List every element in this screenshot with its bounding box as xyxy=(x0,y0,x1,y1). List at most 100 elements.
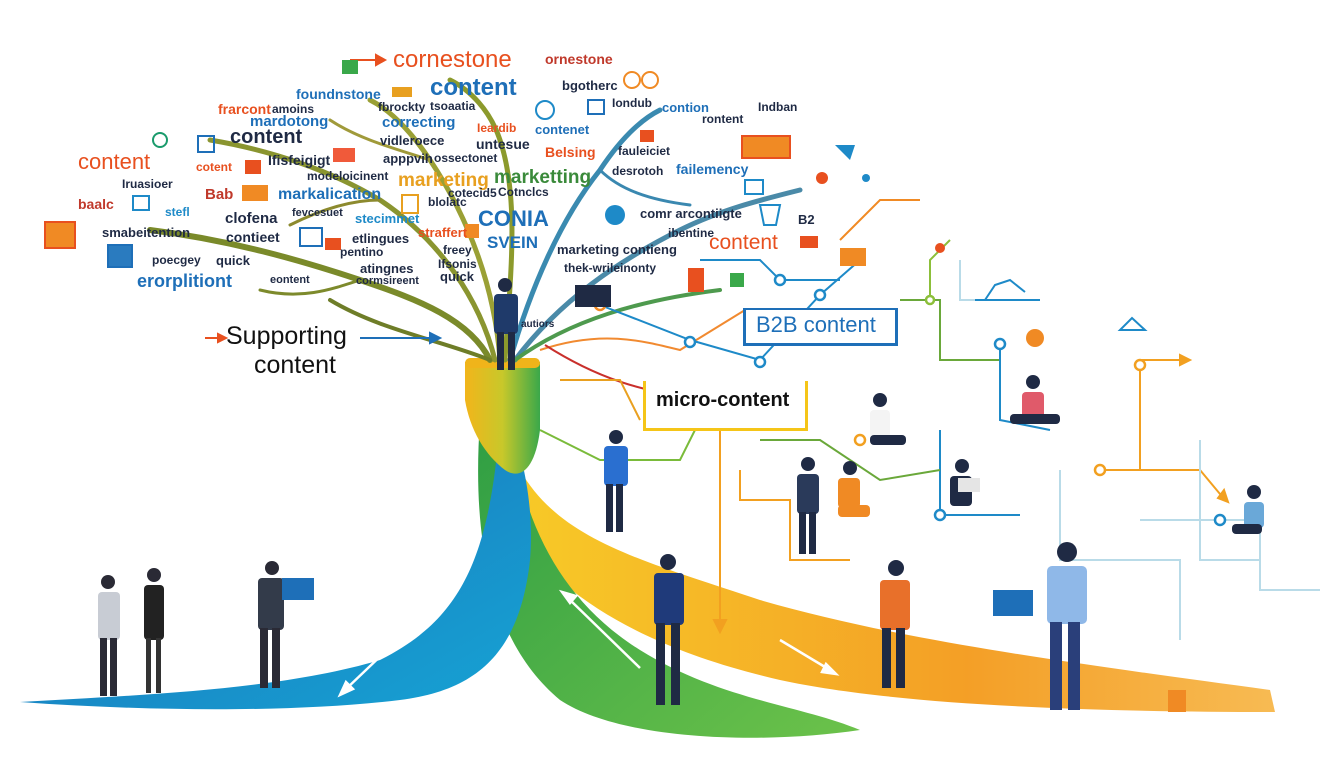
cloud-word: frarcont xyxy=(218,101,271,117)
supporting-line-1: Supporting xyxy=(226,322,347,350)
cloud-word: ossectonet xyxy=(434,151,498,165)
cloud-word: failemency xyxy=(676,161,749,177)
tree-trunk xyxy=(465,362,540,474)
cloud-word: comr arcontiigte xyxy=(640,206,742,221)
cloud-word: bgotherc xyxy=(562,78,618,93)
person-sitting-figure xyxy=(838,461,870,517)
cloud-word: B2 xyxy=(798,212,815,227)
network-lines xyxy=(539,199,1320,640)
cloud-word: Indban xyxy=(758,100,798,114)
cloud-word: quick xyxy=(216,253,250,268)
double-arrow-icon xyxy=(779,638,840,676)
cloud-word: straffert xyxy=(418,225,468,240)
cloud-word: apppvih xyxy=(383,151,433,166)
cloud-word: stefl xyxy=(165,205,190,219)
person-figure xyxy=(494,278,518,370)
amber-band xyxy=(505,470,1275,712)
cloud-word: correcting xyxy=(382,114,456,131)
double-arrow-icon xyxy=(558,589,641,669)
cloud-word: SVEIN xyxy=(487,233,539,252)
cloud-word: atingnes xyxy=(360,261,414,276)
cloud-word: cotent xyxy=(196,160,232,174)
double-arrow-icon xyxy=(337,577,463,698)
cloud-word: Iruasioer xyxy=(122,177,173,191)
cornerstone-content-label: content xyxy=(430,74,517,101)
cloud-word: smabeitention xyxy=(102,225,191,240)
person-figure xyxy=(604,430,628,532)
cloud-word: pentino xyxy=(340,245,384,259)
cloud-word: tsoaatia xyxy=(430,99,476,113)
b2b-content-box: B2B content xyxy=(743,308,898,346)
cloud-word: ornestone xyxy=(545,51,613,67)
cloud-word: baalc xyxy=(78,196,114,212)
person-sitting-figure xyxy=(1010,375,1060,424)
person-figure xyxy=(797,457,819,554)
cloud-word: Ifisfeigigt xyxy=(268,152,331,168)
cloud-word: markalication xyxy=(278,186,382,203)
cloud-word: freey xyxy=(443,243,472,257)
cloud-word: CONIA xyxy=(478,206,549,231)
cloud-word: fbrockty xyxy=(378,100,426,114)
person-figure xyxy=(144,568,164,693)
cloud-word: etlingues xyxy=(352,231,410,246)
cloud-word: eontent xyxy=(270,274,310,286)
person-sitting-figure xyxy=(1232,485,1264,534)
cloud-word: fevcesuet xyxy=(292,207,343,219)
cloud-word: mardotong xyxy=(250,113,329,130)
cloud-word: thek-wrileinonty xyxy=(564,261,657,275)
cloud-word: cormsireent xyxy=(356,275,419,287)
cloud-word: Iondub xyxy=(612,96,652,110)
cloud-word: contion xyxy=(662,100,709,115)
arrow-icon xyxy=(360,331,443,345)
green-band xyxy=(478,420,860,738)
cloud-word: vidleroece xyxy=(380,133,445,148)
cloud-word: blolatc xyxy=(428,195,467,209)
cloud-word: contieet xyxy=(226,229,280,245)
micro-content-box: micro-content xyxy=(643,381,808,431)
cloud-word: Ifsonis xyxy=(438,257,477,271)
cloud-word: foundnstone xyxy=(296,86,381,102)
content-label: content xyxy=(230,126,303,148)
cloud-word: rontent xyxy=(702,112,744,126)
content-label: content xyxy=(78,149,151,174)
supporting-line-2: content xyxy=(254,350,337,379)
icon-cluster xyxy=(44,60,1186,712)
person-laptop-figure xyxy=(258,561,314,688)
content-right-label: content xyxy=(709,231,778,254)
person-sitting-figure xyxy=(870,393,906,445)
tree-branches xyxy=(147,77,803,363)
cloud-word: cotecid5 xyxy=(448,186,497,200)
arrow-icon xyxy=(205,332,229,344)
cloud-word: fauleiciet xyxy=(618,144,671,158)
cloud-word: Cotnclcs xyxy=(498,185,549,199)
person-tablet-figure xyxy=(880,560,910,688)
cloud-word: ibentine xyxy=(668,226,715,240)
cloud-word: quick xyxy=(440,269,474,284)
cloud-word: untesue xyxy=(476,136,530,152)
cornerstone-label: cornestone xyxy=(393,46,512,73)
person-figure xyxy=(98,575,120,696)
cloud-word: marketting xyxy=(494,167,592,188)
arrow-icon xyxy=(712,353,1230,635)
micro-content-text: micro-content xyxy=(656,389,790,411)
supporting-content-label: Supporting content xyxy=(226,322,347,380)
cloud-word: Ieardib xyxy=(477,121,517,135)
cloud-word: Bab xyxy=(205,186,234,203)
person-phone-figure xyxy=(654,554,684,705)
cloud-word: autiors xyxy=(521,319,555,330)
cloud-word: clofena xyxy=(225,210,278,227)
cloud-word: stecimmet xyxy=(355,211,420,226)
cloud-word: amoins xyxy=(272,102,315,116)
person-laptop-figure xyxy=(993,542,1087,710)
cloud-word: desrotoh xyxy=(612,164,664,178)
cloud-word: modeloicinent xyxy=(307,169,389,183)
cloud-word: poecgey xyxy=(152,253,201,267)
cloud-word: Belsing xyxy=(545,144,596,160)
cloud-word: contenet xyxy=(535,122,590,137)
cloud-word: marketing xyxy=(398,170,489,191)
cloud-word: marketing contieng xyxy=(557,242,677,257)
b2b-content-text: B2B content xyxy=(756,312,876,337)
cloud-word: erorplitiont xyxy=(137,271,232,291)
person-sitting-figure xyxy=(950,459,980,506)
